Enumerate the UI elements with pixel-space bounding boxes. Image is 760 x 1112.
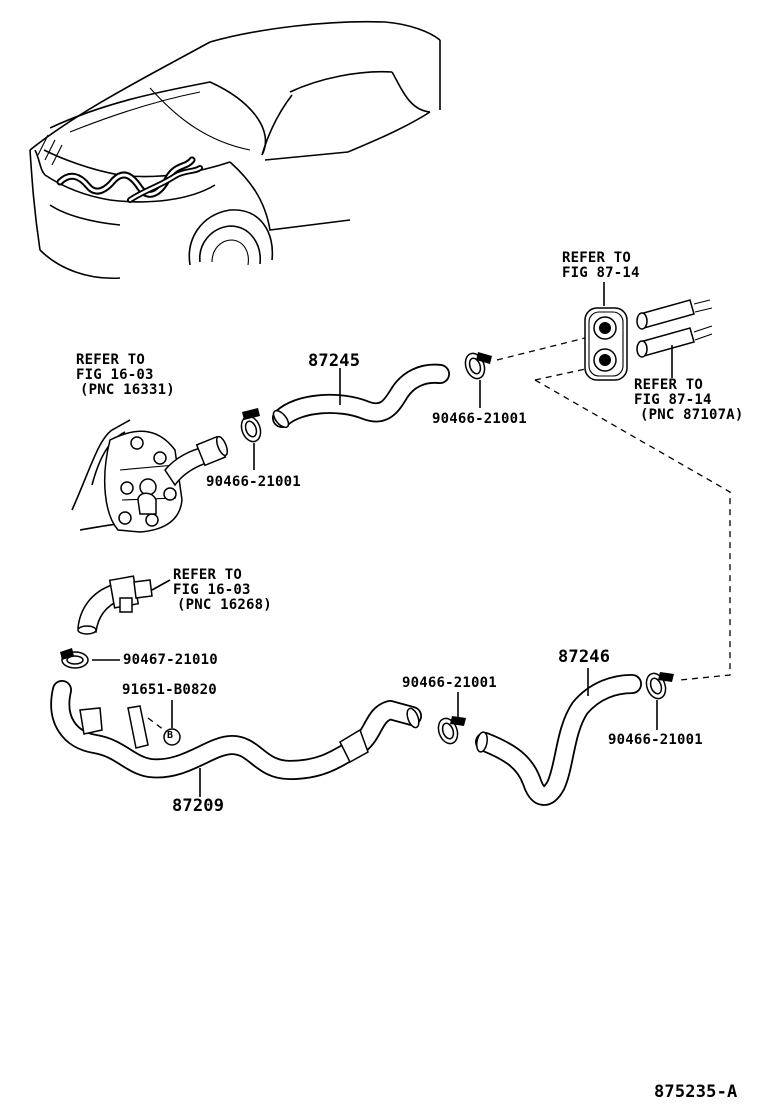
clamp-e bbox=[60, 648, 89, 669]
label-clamp-c: 90466-21001 bbox=[402, 675, 497, 691]
label-87245: 87245 bbox=[308, 351, 361, 371]
ref1-line1: REFER TO bbox=[76, 352, 146, 368]
hose-87246 bbox=[475, 674, 642, 806]
label-87246: 87246 bbox=[558, 647, 611, 667]
ref1-line3: (PNC 16331) bbox=[80, 382, 175, 398]
ref1-line2: FIG 16-03 bbox=[76, 367, 154, 383]
bypass-fitting bbox=[77, 575, 153, 635]
dashed-guide-right bbox=[534, 379, 731, 681]
engine-water-housing bbox=[71, 419, 229, 533]
dashed-guide-lower bbox=[534, 367, 591, 381]
figure-code: 875235-A bbox=[654, 1082, 738, 1102]
label-clamp-e: 90467-21010 bbox=[123, 652, 218, 668]
label-87209: 87209 bbox=[172, 796, 225, 816]
bolt-symbol: B bbox=[167, 730, 174, 741]
leader-fitting bbox=[151, 579, 171, 591]
hose-87209 bbox=[50, 680, 422, 780]
grommet bbox=[584, 307, 628, 381]
label-bolt: 91651-B0820 bbox=[122, 682, 217, 698]
clamp-c bbox=[437, 716, 466, 745]
clamp-b bbox=[464, 352, 492, 380]
car-illustration bbox=[29, 20, 441, 280]
ref3-line2: FIG 87-14 bbox=[562, 265, 640, 281]
ref2-line3: (PNC 16268) bbox=[177, 597, 272, 613]
ref4-line3: (PNC 87107A) bbox=[640, 407, 744, 423]
label-clamp-b: 90466-21001 bbox=[432, 411, 527, 427]
label-clamp-a: 90466-21001 bbox=[206, 474, 301, 490]
hose-87245 bbox=[272, 363, 450, 429]
clamp-a bbox=[240, 408, 262, 443]
bolt bbox=[147, 717, 181, 746]
label-clamp-d: 90466-21001 bbox=[608, 732, 703, 748]
ref4-line1: REFER TO bbox=[634, 377, 704, 393]
ref2-line2: FIG 16-03 bbox=[173, 582, 251, 598]
ref4-line2: FIG 87-14 bbox=[634, 392, 712, 408]
dashed-guide-upper bbox=[496, 337, 586, 361]
ref3-line1: REFER TO bbox=[562, 250, 632, 266]
ref2-line1: REFER TO bbox=[173, 567, 243, 583]
clamp-d bbox=[645, 672, 674, 700]
heater-pipes bbox=[636, 299, 713, 358]
